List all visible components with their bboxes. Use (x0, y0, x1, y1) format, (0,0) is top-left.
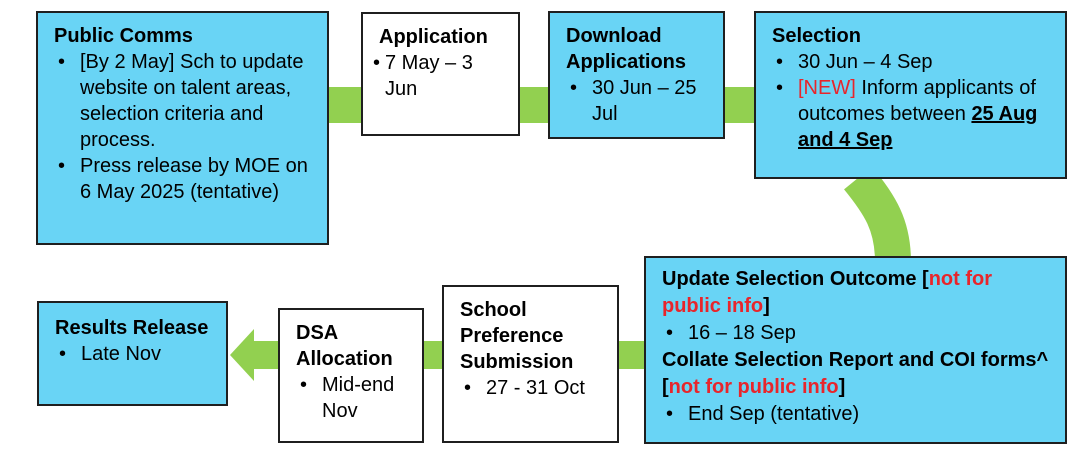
stage-bullets: 16 – 18 Sep (662, 320, 1049, 347)
stage-download-applications: Download Applications 30 Jun – 25 Jul (548, 11, 725, 139)
stage-title: Selection (772, 25, 861, 47)
bullet-item: Mid-end Nov (296, 372, 406, 424)
restricted-note: not for public info (662, 268, 993, 317)
stage-bullets: End Sep (tentative) (662, 401, 1049, 428)
bullet-item: Late Nov (55, 341, 210, 367)
stage-bullets: [By 2 May] Sch to update website on tale… (54, 49, 311, 205)
bullet-text: Inform applicants of outcomes between (798, 77, 1036, 125)
stage-title: Update Selection Outcome [not for public… (662, 268, 993, 317)
bullet-item: End Sep (tentative) (662, 401, 1049, 428)
stage-title: Download Applications (566, 25, 687, 73)
stage-title: Application (379, 26, 488, 48)
stage-bullets: 7 May – 3 Jun (373, 50, 502, 102)
connector-update-to-school-pref (617, 341, 647, 369)
connector-school-pref-to-dsa (422, 341, 444, 369)
bullet-item: 16 – 18 Sep (662, 320, 1049, 347)
stage-results-release: Results Release Late Nov (37, 301, 228, 406)
bullet-item: [By 2 May] Sch to update website on tale… (54, 49, 311, 153)
stage-dsa-allocation: DSA Allocation Mid-end Nov (278, 308, 424, 443)
bullet-item: 7 May – 3 Jun (373, 50, 502, 102)
stage-bullets: Mid-end Nov (296, 372, 406, 424)
new-tag: [NEW] (798, 77, 856, 99)
bullet-item: Press release by MOE on 6 May 2025 (tent… (54, 153, 311, 205)
connector-download-to-selection (723, 87, 756, 123)
stage-selection: Selection 30 Jun – 4 Sep [NEW] Inform ap… (754, 11, 1067, 179)
stage-title: Results Release (55, 317, 209, 339)
bullet-item: 27 - 31 Oct (460, 375, 601, 401)
stage-application: Application 7 May – 3 Jun (361, 12, 520, 136)
stage-bullets: 27 - 31 Oct (460, 375, 601, 401)
stage-public-comms: Public Comms [By 2 May] Sch to update we… (36, 11, 329, 245)
connector-application-to-download (518, 87, 550, 123)
stage-title: DSA Allocation (296, 322, 393, 370)
connector-selection-to-update-curve (844, 166, 911, 263)
bullet-item: [NEW] Inform applicants of outcomes betw… (772, 75, 1049, 153)
stage-school-preference: School Preference Submission 27 - 31 Oct (442, 285, 619, 443)
stage-bullets: 30 Jun – 4 Sep [NEW] Inform applicants o… (772, 49, 1049, 153)
arrow-head-to-results (230, 329, 254, 381)
stage-title: School Preference Submission (460, 299, 574, 373)
restricted-note: not for public info (668, 376, 839, 398)
connector-comms-to-application (326, 87, 364, 123)
stage-bullets: Late Nov (55, 341, 210, 367)
date-range-emphasis: 25 Aug and 4 Sep (798, 103, 1038, 151)
bullet-item: 30 Jun – 4 Sep (772, 49, 1049, 75)
connector-dsa-arrow-shaft (254, 341, 280, 369)
bullet-item: 30 Jun – 25 Jul (566, 75, 707, 127)
stage-subtitle: Collate Selection Report and COI forms^ … (662, 349, 1049, 398)
stage-title: Public Comms (54, 25, 193, 47)
stage-bullets: 30 Jun – 25 Jul (566, 75, 707, 127)
stage-update-selection-outcome: Update Selection Outcome [not for public… (644, 256, 1067, 444)
